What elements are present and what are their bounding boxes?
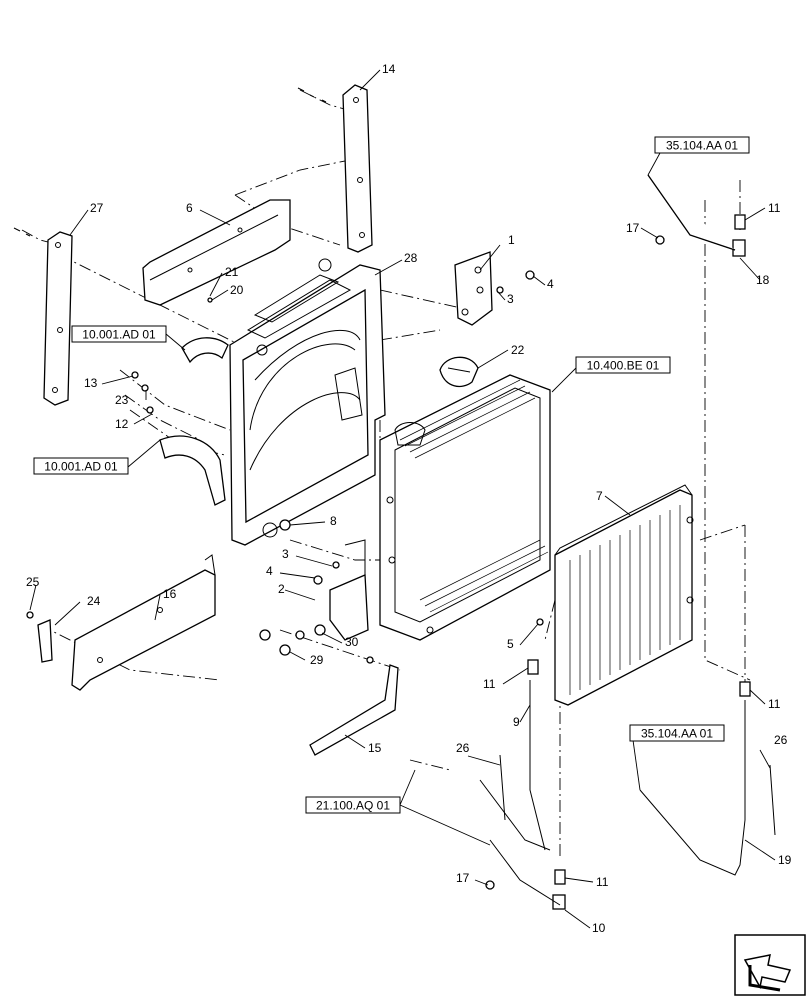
- callout-15: 15: [368, 741, 382, 755]
- callout-11-mid: 11: [483, 677, 496, 691]
- callout-28: 28: [404, 251, 418, 265]
- fittings: [527, 214, 751, 910]
- callout-1: 1: [508, 233, 515, 247]
- svg-text:35.104.AA 01: 35.104.AA 01: [641, 727, 713, 741]
- part-15-lower-strip: [309, 664, 399, 756]
- callout-8: 8: [330, 514, 337, 528]
- callout-23: 23: [115, 393, 129, 407]
- reference-21-100-aq-01[interactable]: 21.100.AQ 01: [305, 796, 401, 814]
- callout-4-left: 4: [266, 564, 273, 578]
- callout-numbers: 1 2 3 3 4 4 5 6 7 8 9 10 11 11 11 11 12 …: [26, 62, 792, 935]
- callout-21: 21: [225, 265, 239, 279]
- part-7-oil-cooler: [554, 484, 694, 706]
- reference-35-104-aa-01-top[interactable]: 35.104.AA 01: [654, 136, 750, 154]
- part-24-small-bracket: [37, 619, 53, 663]
- part-28-fan-shroud: [229, 258, 386, 546]
- svg-text:10.001.AD 01: 10.001.AD 01: [44, 460, 118, 474]
- svg-text:10.400.BE 01: 10.400.BE 01: [587, 359, 660, 373]
- callout-22: 22: [511, 343, 525, 357]
- callout-10: 10: [592, 921, 606, 935]
- callout-5: 5: [507, 637, 514, 651]
- reference-leaders: [127, 152, 661, 846]
- callout-7: 7: [596, 489, 603, 503]
- callout-13: 13: [84, 376, 98, 390]
- callout-11-bottom: 11: [596, 875, 609, 889]
- svg-text:21.100.AQ 01: 21.100.AQ 01: [316, 799, 390, 813]
- part-14-upright-bracket: [297, 84, 373, 253]
- callout-2: 2: [278, 582, 285, 596]
- radiator-core: [379, 374, 551, 641]
- callout-4-right: 4: [547, 277, 554, 291]
- callout-19: 19: [778, 853, 792, 867]
- callout-29: 29: [310, 653, 324, 667]
- svg-text:10.001.AD 01: 10.001.AD 01: [82, 328, 156, 342]
- part-16-lower-bracket: [71, 554, 216, 691]
- callout-leaders: [29, 69, 776, 929]
- svg-text:35.104.AA 01: 35.104.AA 01: [666, 139, 738, 153]
- alignment-lines: [21, 89, 751, 860]
- reference-10-400-be-01[interactable]: 10.400.BE 01: [575, 356, 671, 374]
- callout-11-right: 11: [768, 697, 781, 711]
- callout-9: 9: [513, 715, 520, 729]
- callout-12: 12: [115, 417, 129, 431]
- callout-6: 6: [186, 201, 193, 215]
- callout-3-left: 3: [282, 547, 289, 561]
- part-22-cap: [439, 356, 479, 388]
- callout-27: 27: [90, 201, 104, 215]
- callout-14: 14: [382, 62, 396, 76]
- callout-24: 24: [87, 594, 101, 608]
- callout-17-top: 17: [626, 221, 640, 235]
- callout-16: 16: [163, 587, 177, 601]
- reference-10-001-ad-01-upper[interactable]: 10.001.AD 01: [71, 325, 167, 343]
- callout-26-right: 26: [774, 733, 788, 747]
- callout-11-top: 11: [768, 201, 781, 215]
- coolant-hoses-upper: [159, 337, 229, 506]
- part-2-bracket: [329, 539, 369, 641]
- part-27-side-strip: [13, 227, 73, 406]
- fasteners: [26, 235, 665, 890]
- reference-35-104-aa-01-bottom[interactable]: 35.104.AA 01: [629, 724, 725, 742]
- callout-20: 20: [230, 283, 244, 297]
- callout-3-right: 3: [507, 292, 514, 306]
- reference-10-001-ad-01-lower[interactable]: 10.001.AD 01: [33, 457, 129, 475]
- callout-25: 25: [26, 575, 40, 589]
- next-page-arrow-icon[interactable]: [734, 934, 806, 996]
- callout-30: 30: [345, 635, 359, 649]
- callout-18: 18: [756, 273, 770, 287]
- hydraulic-tubes: [479, 174, 776, 906]
- callout-17-bottom: 17: [456, 871, 470, 885]
- part-6-top-plate: [142, 199, 291, 306]
- callout-26-left: 26: [456, 741, 470, 755]
- part-1-bracket: [454, 251, 493, 326]
